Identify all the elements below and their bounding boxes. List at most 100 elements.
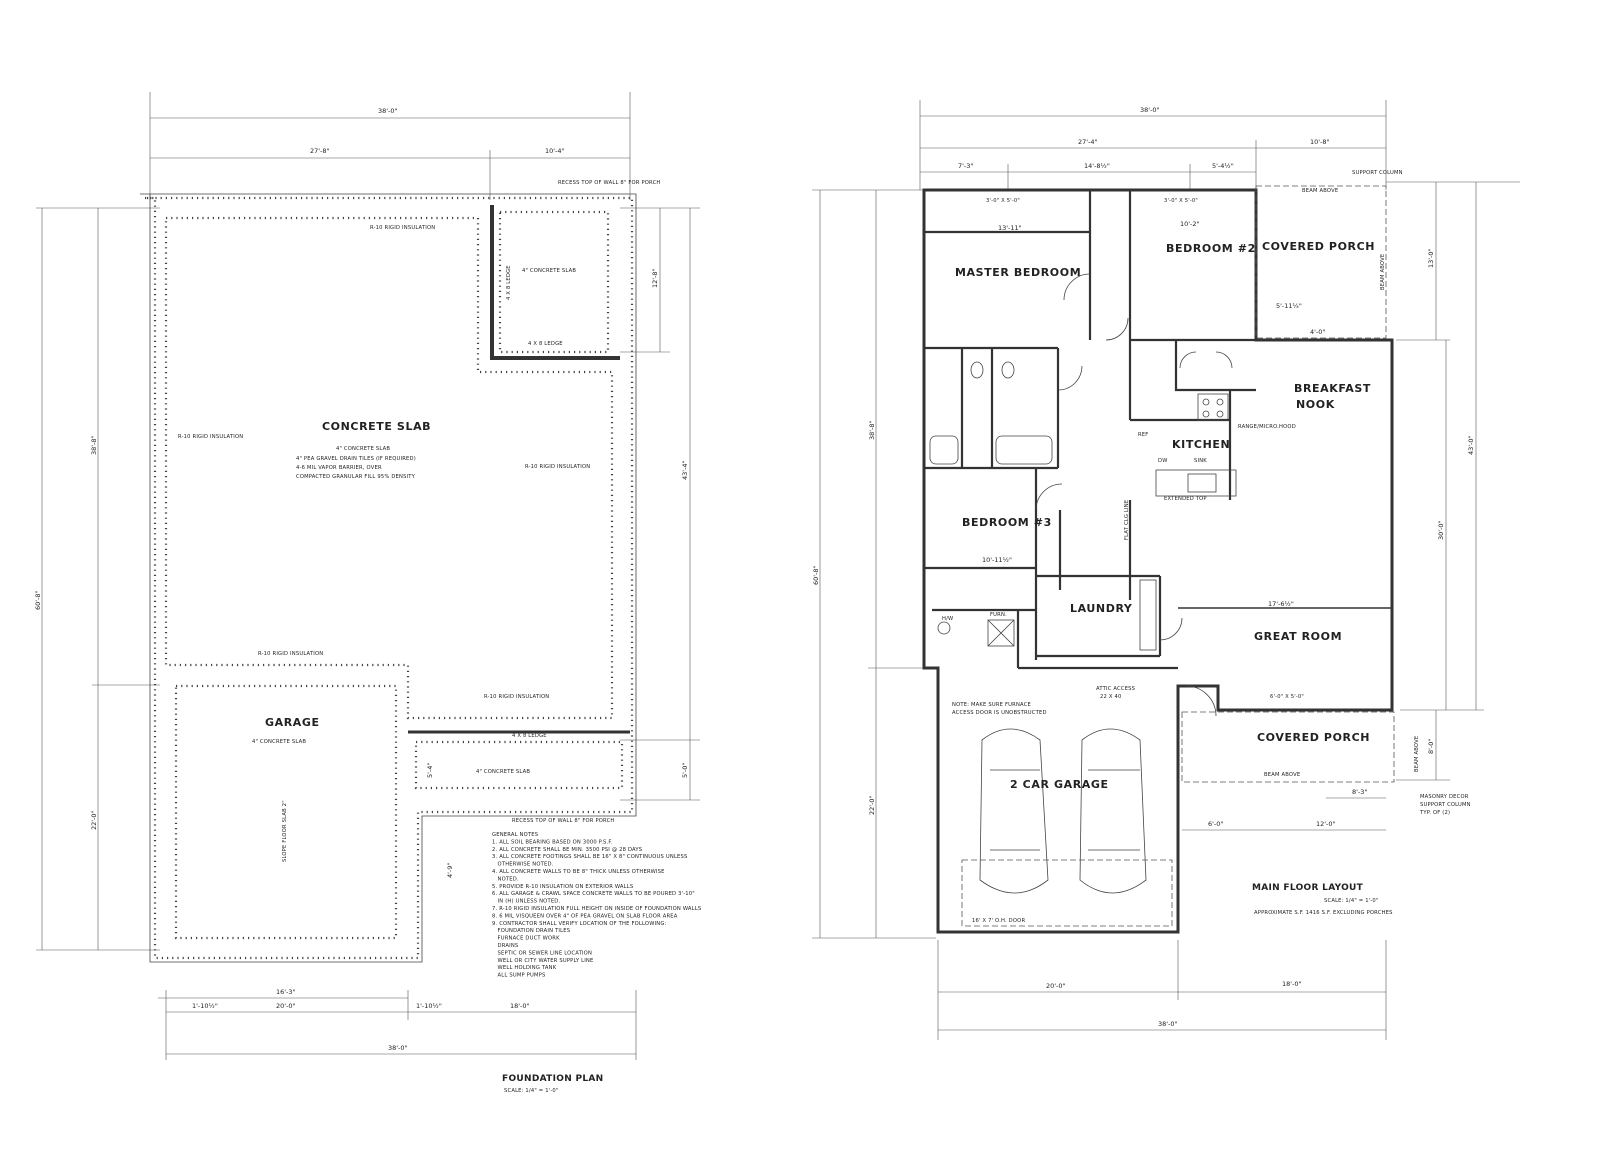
foundation-note-line: 9. CONTRACTOR SHALL VERIFY LOCATION OF T… [492,921,667,927]
main-dim-porch-h: 4'-0" [1310,328,1325,336]
main-bottom-dimensions: 20'-0" 18'-0" 38'-0" [937,940,1387,1040]
foundation-note-line: 7. R-10 RIGID INSULATION FULL HEIGHT ON … [492,906,701,912]
foundation-dim-right-upper: 12'-8" [651,268,659,288]
main-ref-label: REF [1138,432,1148,438]
main-range-label: RANGE/MICRO.HOOD [1238,424,1296,430]
foundation-porch-slab-label: 4" CONCRETE SLAB [522,268,576,274]
room-laundry: LAUNDRY [1070,602,1133,615]
room-breakfast-nook-line2: NOOK [1296,398,1335,411]
foundation-dim-bottom-a: 16'-3" [276,988,296,996]
main-right-dimensions: 13'-0" 43'-0" 30'-0" 8'-0" [1386,181,1520,781]
foundation-right-dimensions: 12'-8" 43'-4" 5'-0" [620,207,700,801]
main-top-dimensions: 38'-0" 27'-4" 10'-8" 7'-3" 14'-8½" 5'-4½… [919,100,1387,190]
foundation-garage-outline [174,684,398,940]
main-beam-above-3: BEAM ABOVE [1380,254,1386,290]
foundation-note-line: WELL HOLDING TANK [492,965,557,971]
foundation-dim-top-overall: 38'-0" [378,107,398,115]
foundation-recess-note-bottom: RECESS TOP OF WALL 8" FOR PORCH [512,818,615,824]
main-dim-garage-w2: 12'-0" [1316,820,1336,828]
room-great-room: GREAT ROOM [1254,630,1342,643]
room-breakfast-nook-line1: BREAKFAST [1294,382,1371,395]
foundation-dim-bottom-overall: 38'-0" [388,1044,408,1052]
main-dim-great-width: 17'-6½" [1268,600,1294,608]
main-dim-porch-w: 5'-11¼" [1276,302,1302,310]
main-attic-access-2: 22 X 40 [1100,694,1121,700]
main-support-column-label: SUPPORT COLUMN [1352,170,1403,176]
foundation-dim-bottom-b1: 1'-10½" [192,1002,218,1010]
main-dim-br3-width: 10'-11½" [982,556,1012,564]
foundation-note-line: ALL SUMP PUMPS [492,973,546,979]
foundation-top-dimensions: 38'-0" 27'-8" 10'-4" [149,92,631,200]
main-door-swings [1035,273,1233,717]
foundation-recess-note-top: RECESS TOP OF WALL 8" FOR PORCH [558,180,661,186]
foundation-dim-top-left: 27'-8" [310,147,330,155]
foundation-outer-line [140,193,637,963]
foundation-front-porch-slab-label: 4" CONCRETE SLAB [476,769,530,775]
main-covered-porch-bottom-outline [1181,711,1395,783]
foundation-left-dimensions: 60'-8" 38'-8" 22'-0" [34,207,160,951]
foundation-dim-left-lower: 22'-0" [90,810,98,830]
main-sink-label: SINK [1194,458,1207,464]
foundation-note-line: DRAINS [492,943,518,949]
main-attic-access-1: ATTIC ACCESS [1096,686,1135,692]
room-bedroom-2: BEDROOM #2 [1166,242,1256,255]
main-dim-master-width: 13'-11" [998,224,1022,232]
foundation-note-line: WELL OR CITY WATER SUPPLY LINE [492,958,594,964]
foundation-garage-slope-label: SLOPE FLOOR SLAB 2" [282,800,288,862]
foundation-bottom-dimensions: 16'-3" 1'-10½" 20'-0" 1'-10½" 18'-0" 38'… [158,988,637,1060]
main-left-dimensions: 60'-8" 38'-8" 22'-0" [812,189,936,939]
main-dim-right-d: 8'-0" [1427,739,1435,754]
foundation-slab-note-2: 4" PEA GRAVEL DRAIN TILES (IF REQUIRED) [296,456,416,462]
main-dim-left-overall: 60'-8" [812,565,820,585]
foundation-dim-ledge-lower: 5'-4" [426,763,434,778]
main-dim-right-a: 13'-0" [1427,248,1435,268]
foundation-porch-slab-outline [498,210,610,354]
foundation-note-line: 6. ALL GARAGE & CRAWL SPACE CONCRETE WAL… [492,891,695,897]
foundation-plan-title: FOUNDATION PLAN [502,1074,604,1084]
foundation-dim-bottom-b2: 20'-0" [276,1002,296,1010]
foundation-ledge-horizontal: 4 X 8 LEDGE [528,341,563,347]
foundation-insulation-top: R-10 RIGID INSULATION [370,225,435,231]
room-covered-porch-bottom: COVERED PORCH [1257,731,1370,744]
foundation-insulation-left: R-10 RIGID INSULATION [178,434,243,440]
foundation-note-line: IN (H) UNLESS NOTED. [492,899,560,905]
foundation-note-line: 4. ALL CONCRETE WALLS TO BE 8" THICK UNL… [492,869,665,875]
main-dim-top-a: 27'-4" [1078,138,1098,146]
main-dim-top-c2: 14'-8½" [1084,162,1110,170]
foundation-porch-ledge [490,205,620,360]
room-kitchen: KITCHEN [1172,438,1230,451]
foundation-ledge-lower: 4 X 8 LEDGE [512,733,547,739]
main-furn-label: FURN. [990,612,1007,618]
foundation-note-line: FOUNDATION DRAIN TILES [492,928,570,934]
main-dim-top-overall: 38'-0" [1140,106,1160,114]
foundation-slab-note-3: 4-6 MIL VAPOR BARRIER, OVER [296,465,382,471]
foundation-note-line: 5. PROVIDE R-10 INSULATION ON EXTERIOR W… [492,884,633,890]
foundation-note-line: OTHERWISE NOTED. [492,862,554,868]
foundation-insulation-low: R-10 RIGID INSULATION [484,694,549,700]
main-floor-title: MAIN FLOOR LAYOUT [1252,883,1364,893]
foundation-note-line: GENERAL NOTES [492,832,538,838]
main-dim-left-upper: 38'-8" [868,420,876,440]
foundation-insulation-right: R-10 RIGID INSULATION [525,464,590,470]
main-dim-top-c3: 5'-4½" [1212,162,1234,170]
foundation-note-line: 1. ALL SOIL BEARING BASED ON 3000 P.S.F. [492,839,613,845]
main-interior-walls [924,190,1392,670]
main-masonry-1: MASONRY DECOR [1420,794,1469,800]
main-dim-bottom-b: 18'-0" [1282,980,1302,988]
main-extended-top-label: EXTENDED TOP [1164,496,1207,502]
foundation-note-line: 8. 6 MIL VISQUEEN OVER 4" OF PEA GRAVEL … [492,913,678,919]
foundation-dim-left-upper: 38'-8" [90,435,98,455]
main-dw-label: DW [1158,458,1168,464]
foundation-dim-right-mid: 43'-4" [681,460,689,480]
main-floor-scale: SCALE: 1/4" = 1'-0" [1324,898,1379,904]
main-masonry-3: TYP. OF (2) [1419,810,1450,816]
main-furnace-note-1: NOTE: MAKE SURE FURNACE [952,702,1031,708]
main-garage-cars [961,728,1173,927]
main-window-2: 3'-0" X 5'-0" [1164,198,1198,204]
main-flat-ceiling-line: FLAT CLG LINE [1124,500,1130,540]
foundation-slab-note-4: COMPACTED GRANULAR FILL 95% DENSITY [296,474,416,480]
foundation-dim-right-lower: 5'-0" [681,763,689,778]
foundation-garage-slab-label: 4" CONCRETE SLAB [252,739,306,745]
